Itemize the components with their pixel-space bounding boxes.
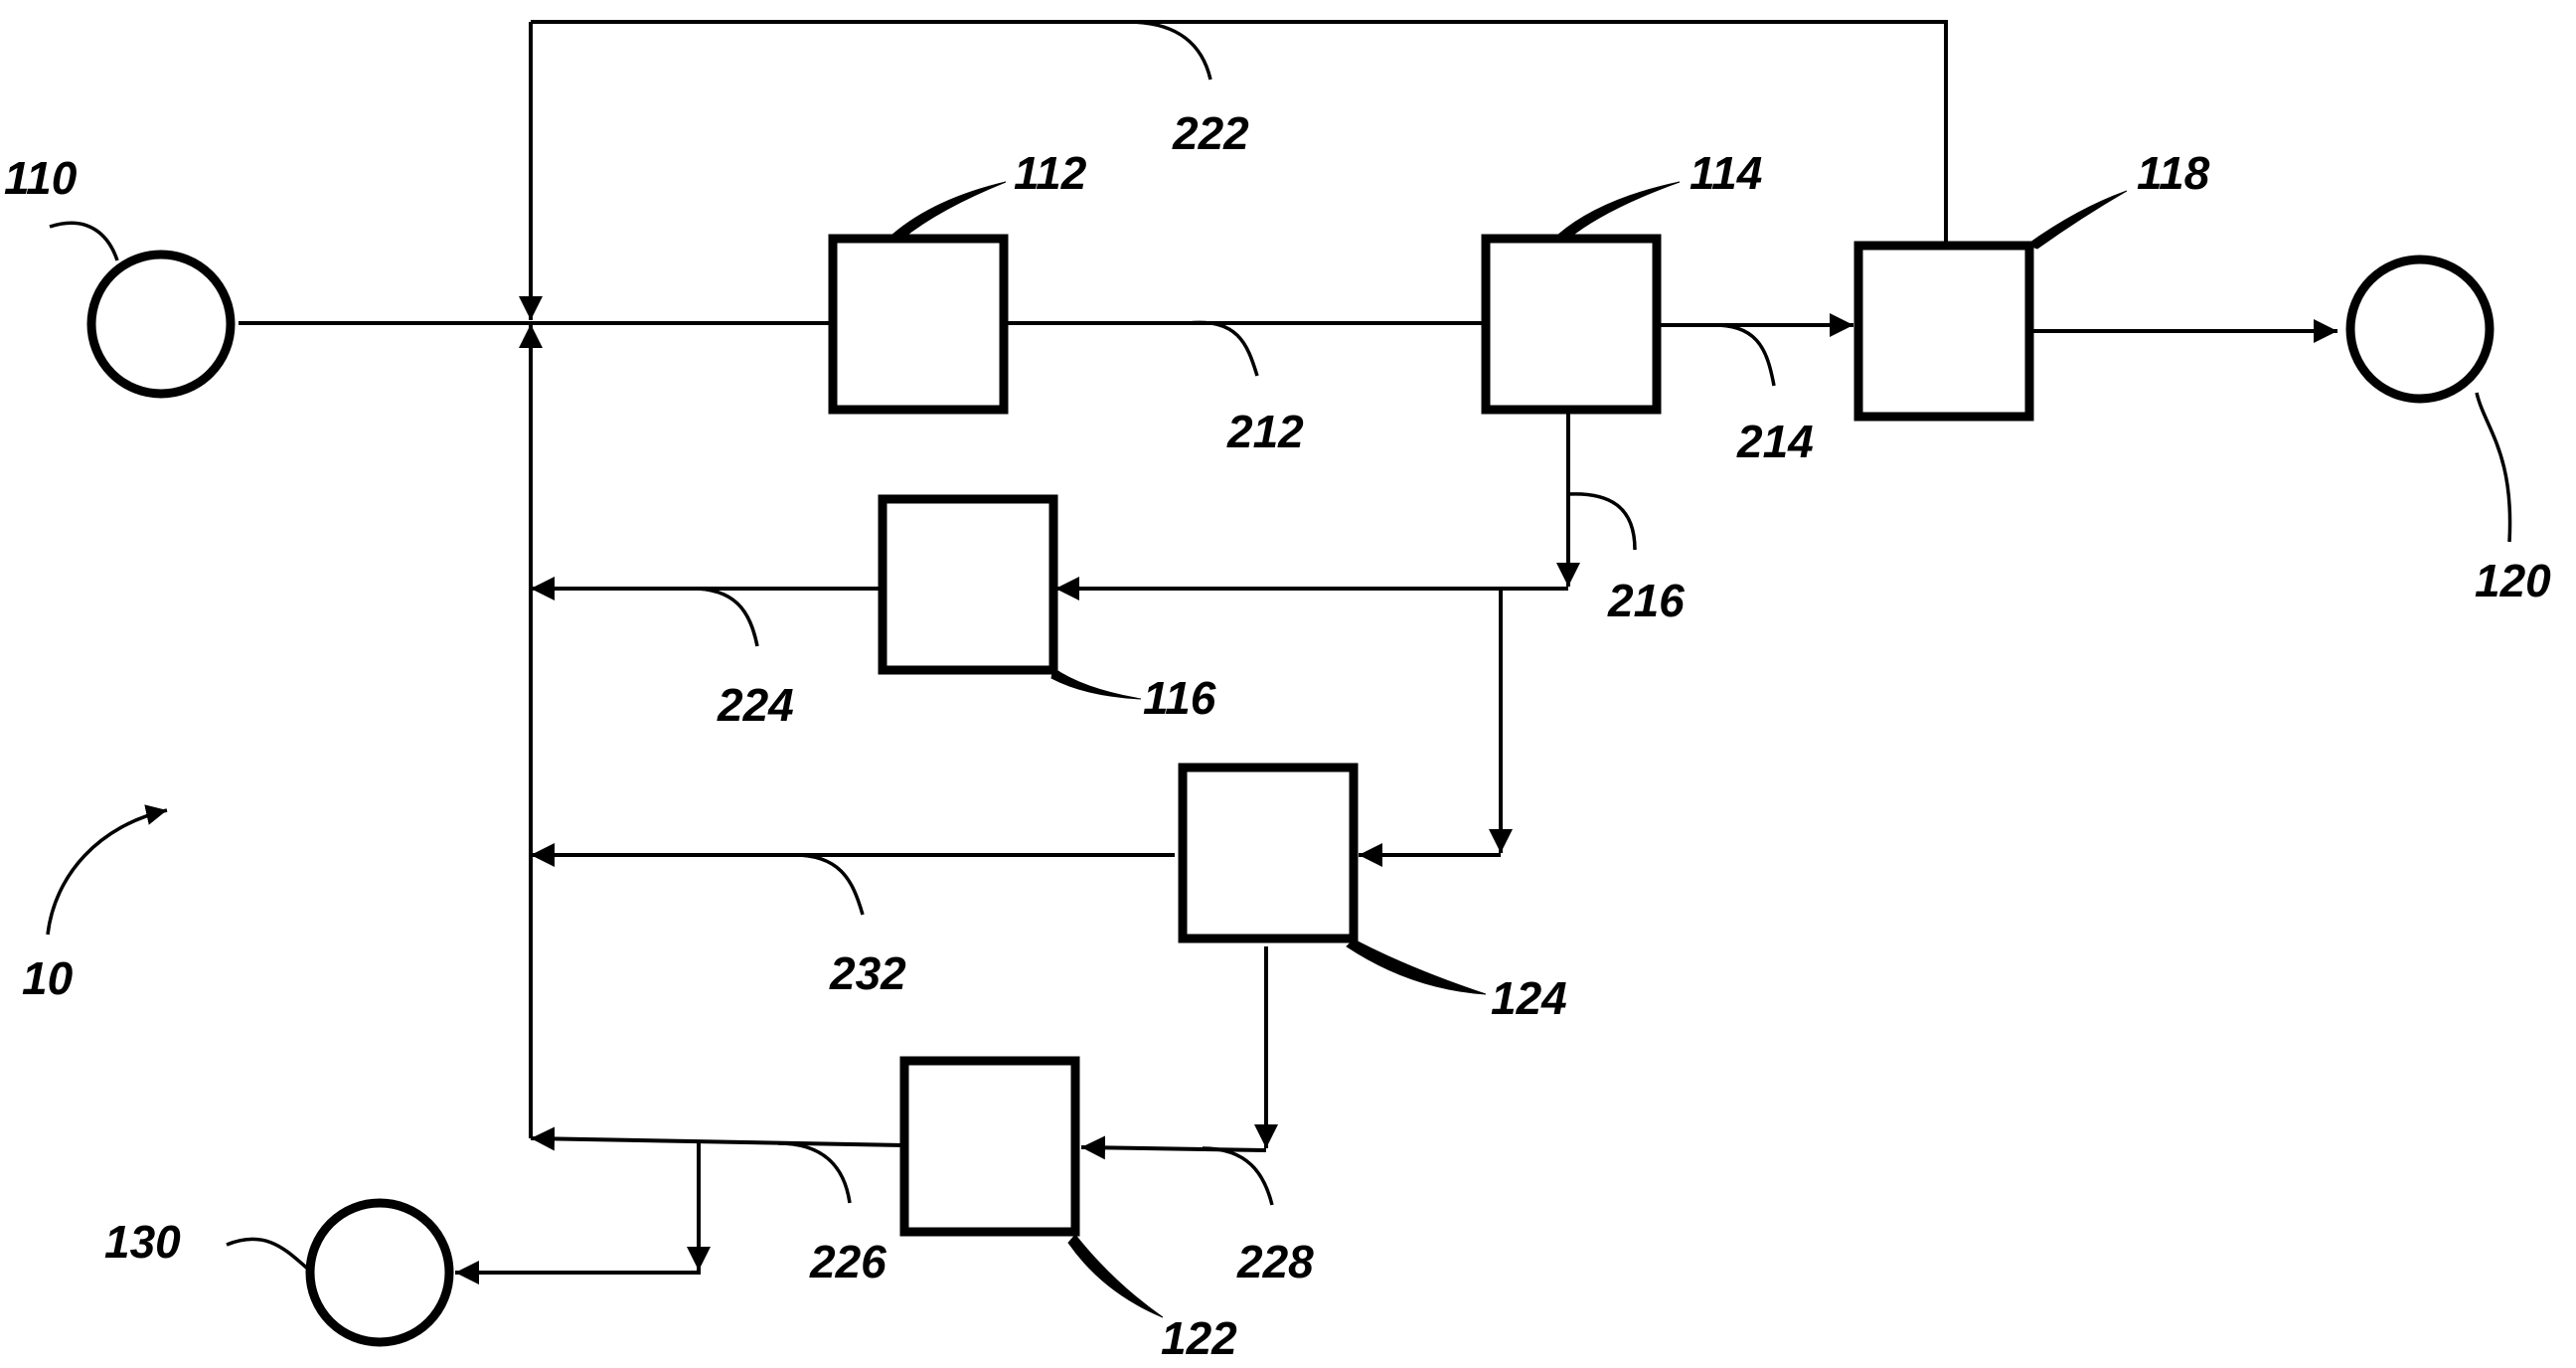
block-118 [1853,241,2034,422]
label-112: 112 [1014,147,1087,199]
figure-10-arrow [46,804,168,936]
leader-116-wedge [1050,667,1142,700]
label-232: 232 [829,947,906,999]
leader-110 [49,221,119,261]
label-226: 226 [809,1236,886,1287]
leader-212 [1187,320,1259,377]
label-110: 110 [4,152,78,204]
leader-130 [226,1237,312,1273]
stream-228-line [1080,1135,1267,1160]
label-118: 118 [2137,147,2210,199]
label-120: 120 [2475,555,2551,606]
label-212: 212 [1226,406,1304,457]
leader-122-wedge [1067,1234,1164,1318]
leader-118-wedge [2025,190,2128,250]
leader-226 [777,1141,852,1204]
leader-120 [2475,392,2512,543]
label-10: 10 [22,952,74,1004]
leader-216 [1567,492,1637,551]
leader-222 [1127,20,1212,81]
label-214: 214 [1736,416,1814,467]
leader-124-wedge [1346,939,1487,995]
block-124 [1178,763,1359,943]
label-224: 224 [717,679,794,731]
label-228: 228 [1236,1236,1314,1287]
block-116 [878,494,1058,675]
stream-226-line [530,1126,905,1151]
block-112 [828,234,1009,415]
block-122 [899,1056,1080,1237]
leader-224 [685,587,759,647]
node-130-circle [305,1198,454,1347]
label-116: 116 [1143,672,1216,724]
leader-112-wedge [891,181,1007,240]
stream-222-line [531,20,1948,244]
label-124: 124 [1491,972,1567,1024]
node-120-circle [2345,255,2495,404]
leader-114-wedge [1557,181,1681,240]
label-222: 222 [1172,107,1249,159]
label-114: 114 [1690,147,1762,199]
label-216: 216 [1607,575,1685,626]
node-110-circle [86,250,236,399]
leader-228 [1202,1146,1274,1206]
label-122: 122 [1161,1312,1237,1364]
leader-232 [787,853,865,916]
block-114 [1481,234,1662,415]
label-130: 130 [104,1216,181,1268]
leader-214 [1706,323,1776,387]
